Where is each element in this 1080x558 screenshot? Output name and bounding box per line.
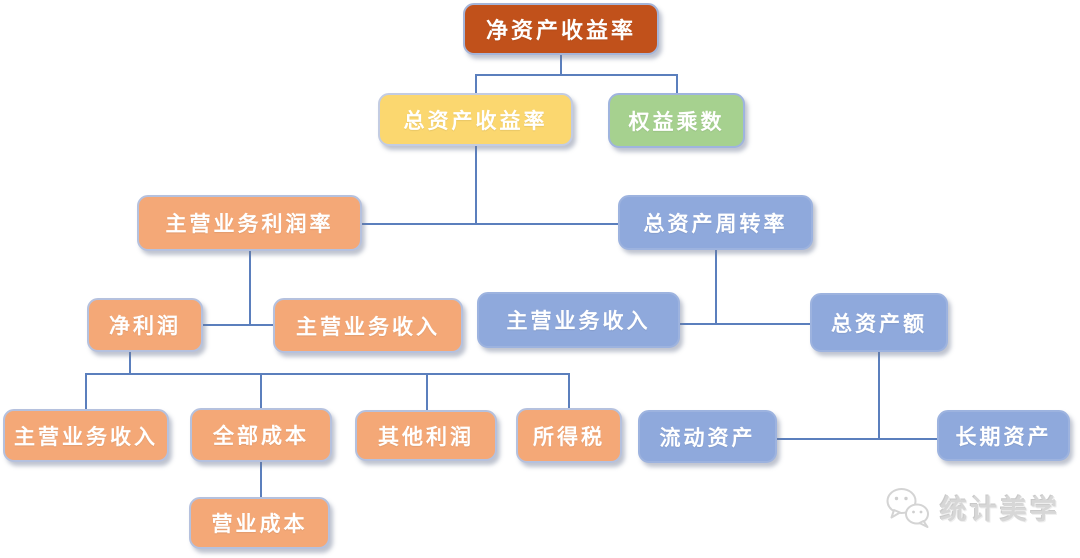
node-main-revenue-bottom: 主营业务收入 [3, 409, 169, 462]
connector-roa-children-rail [362, 223, 618, 225]
node-other-profit: 其他利润 [355, 410, 497, 461]
node-total-asset-turnover: 总资产周转率 [618, 195, 813, 250]
connector-to-income-tax [568, 373, 570, 409]
node-roe: 净资产收益率 [463, 3, 659, 55]
connector-to-other-profit [426, 373, 428, 411]
connector-total-assets-drop [878, 352, 880, 439]
connector-opm-children-rail [203, 324, 273, 326]
connector-to-main-revenue-bottom [85, 373, 87, 410]
connector-to-roa [475, 74, 477, 94]
node-equity-multiplier: 权益乘数 [608, 93, 745, 148]
node-total-assets: 总资产额 [810, 293, 948, 352]
connector-net-profit-drop [129, 352, 131, 375]
watermark: 统计美学 [884, 486, 1060, 529]
connector-net-profit-children-rail [85, 373, 570, 375]
node-main-revenue-mid: 主营业务收入 [273, 298, 463, 353]
watermark-text: 统计美学 [940, 495, 1060, 525]
wechat-icon [884, 486, 931, 529]
connector-to-total-cost [260, 373, 262, 409]
node-net-profit: 净利润 [87, 298, 203, 352]
connector-roa-drop [475, 146, 477, 225]
node-total-cost: 全部成本 [190, 408, 332, 462]
connector-total-cost-drop [260, 462, 262, 498]
connector-opm-drop [249, 251, 251, 326]
connector-roe-drop [560, 55, 562, 76]
connector-turnover-drop [715, 250, 717, 325]
connector-roe-children-rail [475, 74, 678, 76]
connector-assets-children-rail [777, 438, 937, 440]
node-roa: 总资产收益率 [378, 93, 573, 146]
node-current-assets: 流动资产 [638, 410, 777, 463]
node-operating-cost: 营业成本 [189, 497, 330, 549]
node-operating-profit-margin: 主营业务利润率 [137, 195, 362, 251]
node-main-revenue-blue: 主营业务收入 [477, 292, 680, 348]
connector-to-equity-multiplier [676, 74, 678, 94]
node-long-term-assets: 长期资产 [937, 410, 1070, 461]
node-income-tax: 所得税 [516, 408, 622, 463]
connector-turnover-children-rail [680, 323, 810, 325]
